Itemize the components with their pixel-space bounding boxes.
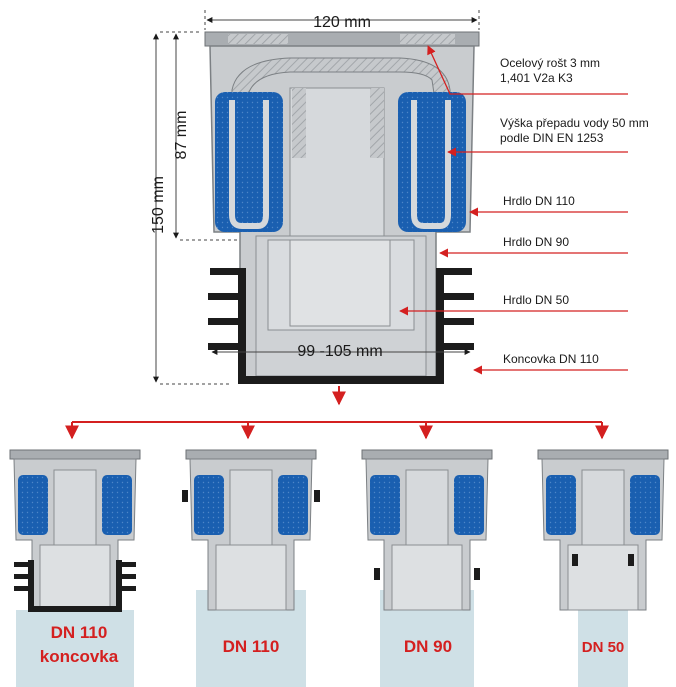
variant-dn110 <box>182 449 320 687</box>
variant-dn50 <box>537 449 669 687</box>
dimension-lines <box>153 10 480 385</box>
variant-dn110-end-fitting <box>9 449 141 687</box>
water-chamber-left <box>215 92 283 232</box>
callout-socket-dn110: Hrdlo DN 110 <box>503 194 575 208</box>
main-drain-cross-section <box>204 31 480 384</box>
callout-leaders <box>399 45 628 375</box>
socket-dn50 <box>289 239 391 327</box>
top-width-label: 120 mm <box>313 14 371 31</box>
variant-1-subname: koncovka <box>40 647 119 666</box>
callout-socket-dn90: Hrdlo DN 90 <box>503 235 569 249</box>
callout-grate-line2: 1,401 V2a K3 <box>500 71 573 85</box>
variant-4-name: DN 50 <box>582 639 625 656</box>
outlet-width-label: 99 -105 mm <box>297 343 382 360</box>
callout-overflow-line2: podle DIN EN 1253 <box>500 131 604 145</box>
callout-end-fitting: Koncovka DN 110 <box>503 352 599 366</box>
body-height-label: 87 mm <box>173 111 190 160</box>
callout-socket-dn50: Hrdlo DN 50 <box>503 293 569 307</box>
variant-dn90 <box>361 449 493 687</box>
variant-1-name: DN 110 <box>51 623 108 642</box>
callout-grate-line1: Ocelový rošt 3 mm <box>500 56 600 70</box>
total-height-label: 150 mm <box>150 176 167 234</box>
water-chamber-right <box>398 92 466 232</box>
callout-labels: Ocelový rošt 3 mm 1,401 V2a K3 Výška pře… <box>500 56 649 366</box>
variant-2-name: DN 110 <box>223 637 280 656</box>
variant-3-name: DN 90 <box>404 637 452 656</box>
distribution-arrows <box>65 386 609 440</box>
callout-overflow-line1: Výška přepadu vody 50 mm <box>500 116 649 130</box>
